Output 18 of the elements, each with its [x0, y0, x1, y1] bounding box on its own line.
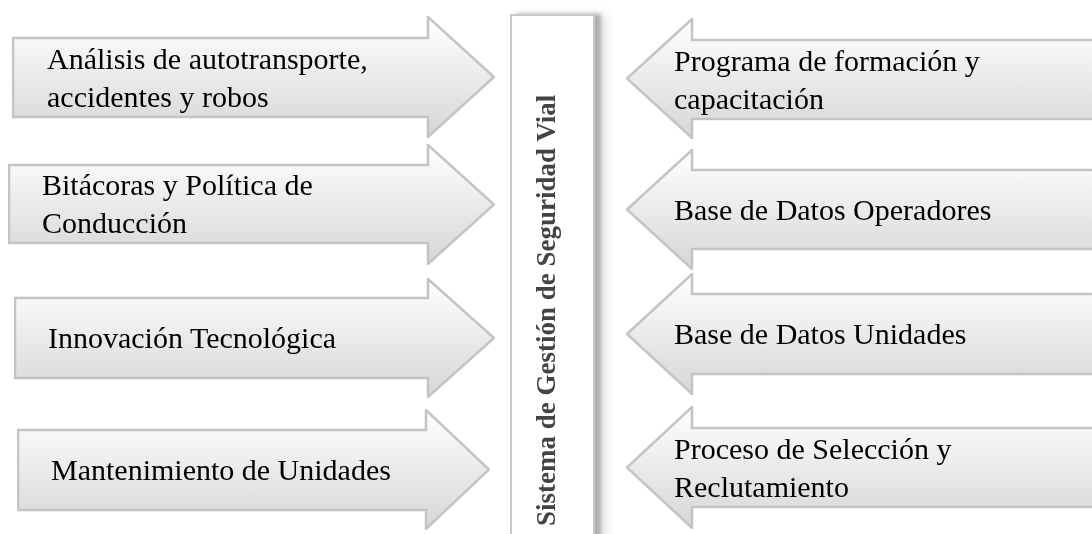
banner-text: Base de Datos Operadores [674, 191, 993, 228]
pointed-banner [8, 144, 495, 265]
banner-text: Base de Datos Unidades [674, 316, 968, 352]
pointed-banner [626, 18, 1092, 139]
banner-text: Innovación Tecnológica [48, 320, 338, 356]
system-bar [510, 14, 595, 534]
pointed-banner [626, 406, 1092, 529]
pointed-banner [626, 149, 1092, 270]
banner-text: Proceso de Selección y Reclutamiento [674, 430, 953, 505]
banner-text: Bitácoras y Política de Conducción [42, 167, 314, 241]
vertical-title: Sistema de Gestión de Seguridad Vial [531, 94, 562, 526]
pointed-banner [626, 273, 1092, 395]
banner-text: Mantenimiento de Unidades [51, 452, 392, 488]
pointed-banner [17, 409, 490, 530]
banner-text: Programa de formación y capacitación [674, 42, 981, 117]
banner-text: Análisis de autotransporte, accidentes y robos [47, 40, 369, 115]
pointed-banner [12, 16, 495, 138]
pointed-banner [14, 278, 495, 398]
